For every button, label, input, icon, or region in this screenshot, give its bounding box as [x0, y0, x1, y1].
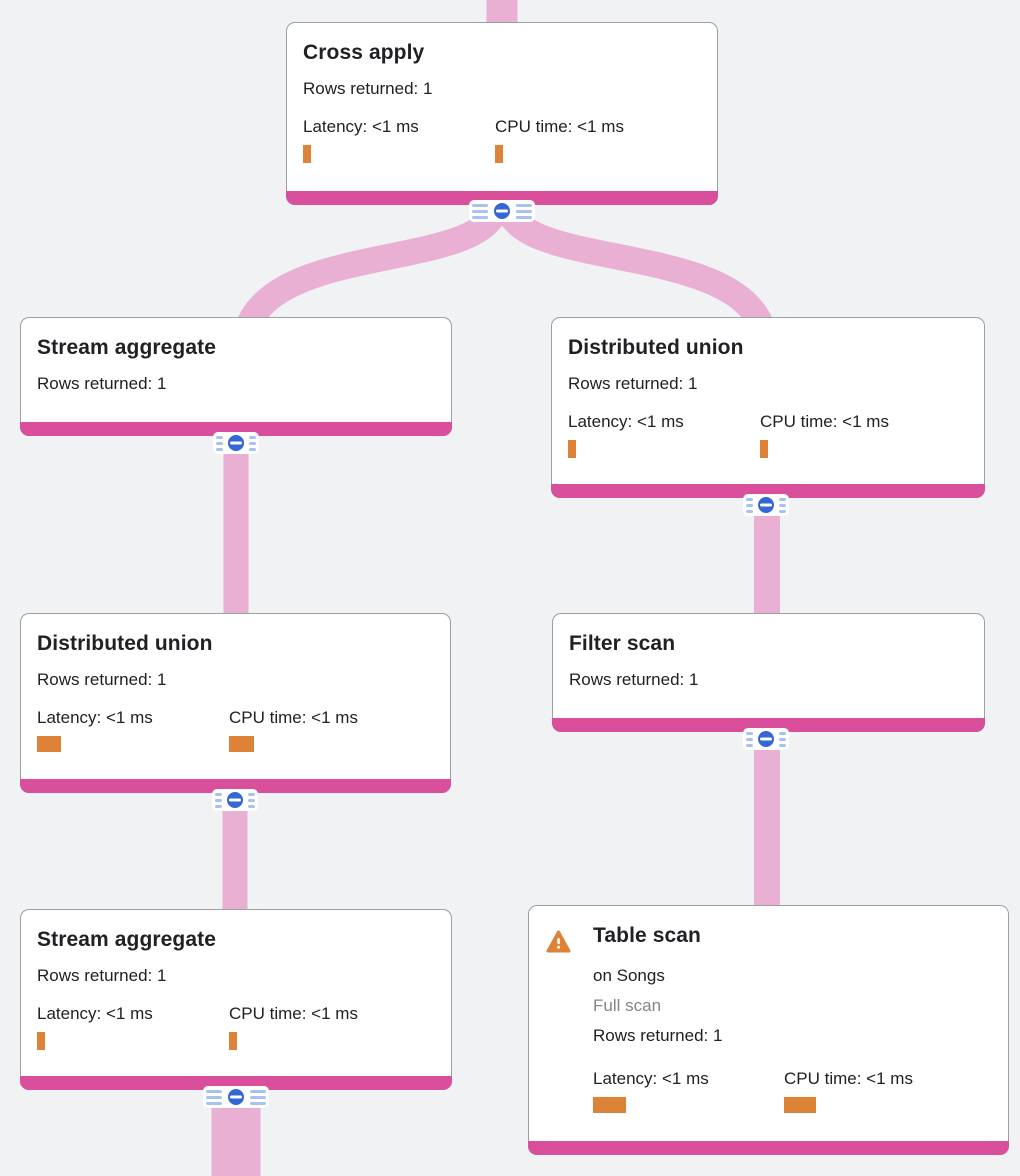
cpu-bar	[229, 736, 254, 752]
grip-lines-left	[746, 497, 753, 513]
edge-cross-apply-to-distributed-union	[494, 200, 777, 339]
rows-returned: Rows returned: 1	[37, 374, 167, 393]
cpu-metric: CPU time: <1 ms	[229, 705, 421, 752]
cpu-bar	[760, 440, 768, 458]
grip-lines-right	[779, 497, 786, 513]
cpu-metric: CPU time: <1 ms	[760, 409, 952, 458]
latency-metric: Latency: <1 ms	[568, 409, 760, 458]
cpu-bar	[495, 145, 503, 163]
grip-lines-right	[249, 435, 256, 451]
node-title: Stream aggregate	[37, 928, 217, 951]
minus-icon	[224, 789, 246, 811]
metrics-row: Latency: <1 ms CPU time: <1 ms	[593, 1066, 992, 1113]
latency-metric: Latency: <1 ms	[593, 1066, 784, 1113]
cpu-bar	[784, 1097, 816, 1113]
cpu-label: CPU time: <1 ms	[495, 117, 624, 136]
grip-lines-right	[248, 792, 255, 808]
accent-bar	[551, 484, 985, 498]
plan-node-stream-aggregate-1[interactable]: Stream aggregate Rows returned: 1	[20, 317, 452, 436]
plan-node-stream-aggregate-2[interactable]: Stream aggregate Rows returned: 1 Latenc…	[20, 909, 452, 1090]
warning-icon	[546, 930, 571, 953]
cpu-label: CPU time: <1 ms	[229, 708, 358, 727]
node-title: Table scan	[593, 924, 701, 947]
metrics-row: Latency: <1 ms CPU time: <1 ms	[37, 705, 434, 752]
minus-icon	[225, 432, 247, 454]
metrics-row: Latency: <1 ms CPU time: <1 ms	[568, 409, 968, 458]
grip-lines-left	[746, 731, 753, 747]
node-title: Stream aggregate	[37, 336, 217, 359]
cpu-metric: CPU time: <1 ms	[784, 1066, 975, 1113]
accent-bar	[528, 1141, 1009, 1155]
cpu-metric: CPU time: <1 ms	[229, 1001, 421, 1050]
latency-metric: Latency: <1 ms	[37, 1001, 229, 1050]
edge-cross-apply-to-stream-aggregate	[233, 200, 510, 339]
collapse-button-cross-apply[interactable]	[469, 200, 535, 222]
accent-bar	[20, 779, 451, 793]
latency-bar	[37, 736, 61, 752]
grip-lines-left	[206, 1089, 222, 1105]
cpu-label: CPU time: <1 ms	[784, 1069, 913, 1088]
grip-lines-left	[215, 792, 222, 808]
plan-node-cross-apply[interactable]: Cross apply Rows returned: 1 Latency: <1…	[286, 22, 718, 205]
node-title: Cross apply	[303, 41, 425, 64]
metrics-row: Latency: <1 ms CPU time: <1 ms	[303, 114, 701, 163]
latency-bar	[568, 440, 576, 458]
latency-bar	[37, 1032, 45, 1050]
plan-node-table-scan[interactable]: Table scan on Songs Full scan Rows retur…	[528, 905, 1009, 1155]
accent-bar	[286, 191, 718, 205]
minus-icon	[755, 494, 777, 516]
scan-type: Full scan	[593, 996, 662, 1015]
collapse-button-filter-scan[interactable]	[743, 728, 789, 750]
plan-node-filter-scan[interactable]: Filter scan Rows returned: 1	[552, 613, 985, 732]
minus-icon	[225, 1086, 247, 1108]
plan-node-distributed-union-1[interactable]: Distributed union Rows returned: 1 Laten…	[551, 317, 985, 498]
latency-bar	[303, 145, 311, 163]
rows-returned: Rows returned: 1	[37, 670, 167, 689]
metrics-row: Latency: <1 ms CPU time: <1 ms	[37, 1001, 435, 1050]
rows-returned: Rows returned: 1	[568, 374, 698, 393]
latency-label: Latency: <1 ms	[568, 412, 684, 431]
collapse-button-stream-aggregate-2[interactable]	[203, 1086, 269, 1108]
rows-returned: Rows returned: 1	[37, 966, 167, 985]
accent-bar	[20, 422, 452, 436]
grip-lines-right	[779, 731, 786, 747]
cpu-bar	[229, 1032, 237, 1050]
cpu-metric: CPU time: <1 ms	[495, 114, 687, 163]
accent-bar	[20, 1076, 452, 1090]
cpu-label: CPU time: <1 ms	[229, 1004, 358, 1023]
rows-returned: Rows returned: 1	[569, 670, 699, 689]
grip-lines-left	[472, 203, 488, 219]
latency-label: Latency: <1 ms	[593, 1069, 709, 1088]
minus-icon	[491, 200, 513, 222]
node-title: Distributed union	[37, 632, 213, 655]
accent-bar	[552, 718, 985, 732]
latency-metric: Latency: <1 ms	[37, 705, 229, 752]
scan-target: on Songs	[593, 966, 665, 985]
collapse-button-distributed-union-1[interactable]	[743, 494, 789, 516]
collapse-button-stream-aggregate-1[interactable]	[213, 432, 259, 454]
node-title: Filter scan	[569, 632, 676, 655]
node-title: Distributed union	[568, 336, 744, 359]
rows-returned: Rows returned: 1	[593, 1026, 723, 1045]
grip-lines-right	[250, 1089, 266, 1105]
rows-returned: Rows returned: 1	[303, 79, 433, 98]
grip-lines-left	[216, 435, 223, 451]
plan-node-distributed-union-2[interactable]: Distributed union Rows returned: 1 Laten…	[20, 613, 451, 793]
latency-label: Latency: <1 ms	[303, 117, 419, 136]
grip-lines-right	[516, 203, 532, 219]
collapse-button-distributed-union-2[interactable]	[212, 789, 258, 811]
minus-icon	[755, 728, 777, 750]
cpu-label: CPU time: <1 ms	[760, 412, 889, 431]
latency-label: Latency: <1 ms	[37, 708, 153, 727]
latency-bar	[593, 1097, 626, 1113]
latency-label: Latency: <1 ms	[37, 1004, 153, 1023]
latency-metric: Latency: <1 ms	[303, 114, 495, 163]
